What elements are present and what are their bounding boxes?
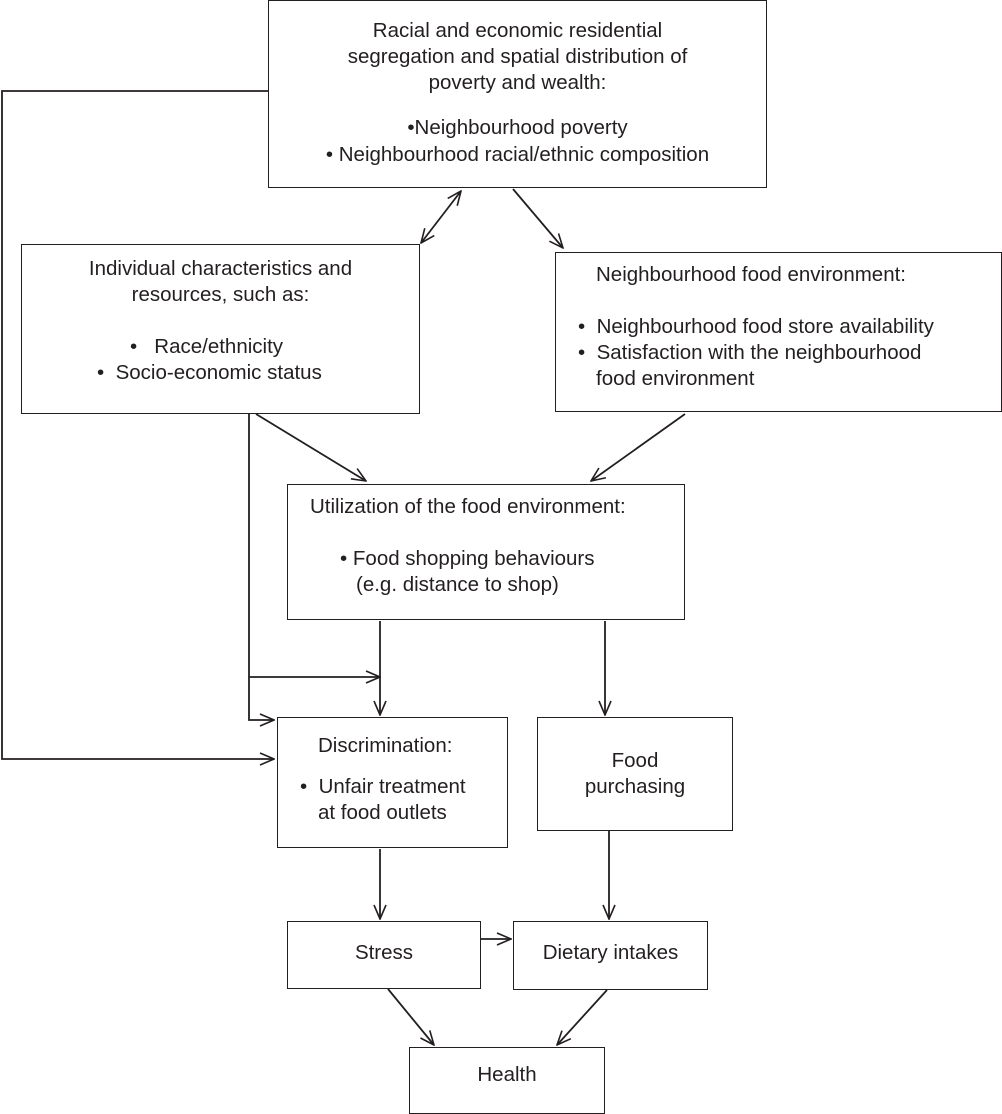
segregation-box (268, 0, 767, 188)
segregation-heading-line-3: poverty and wealth: (428, 71, 607, 94)
individual-bullet-2: • Socio-economic status (97, 360, 322, 386)
stress-label: Stress (354, 941, 414, 964)
bullet-text: Satisfaction with the neighbourhood (596, 341, 922, 364)
food-purchasing-line-1: Food (611, 749, 659, 772)
individual-bullet-1: • Race/ethnicity (130, 334, 283, 360)
utilization-bullet-1: • Food shopping behaviours (340, 546, 595, 572)
bullet-text: Food shopping behaviours (352, 547, 595, 570)
bullet-text: Race/ethnicity (154, 335, 284, 358)
utilization-bullet-1-cont: (e.g. distance to shop) (356, 573, 559, 596)
individual-box (21, 244, 420, 414)
segregation-bullet-2: • Neighbourhood racial/ethnic compositio… (268, 142, 767, 168)
food-purchasing-box (537, 717, 733, 831)
stress-box (287, 921, 481, 989)
food-purchasing-line-2: purchasing (584, 775, 686, 798)
individual-heading-line-1: Individual characteristics and (88, 257, 353, 280)
discrimination-heading: Discrimination: (318, 734, 453, 757)
bullet-glyph: • (130, 335, 138, 358)
dietary-label: Dietary intakes (542, 941, 679, 964)
utilization-box (287, 484, 685, 620)
arrow-segregation-to-food-environment (512, 188, 563, 248)
food-environment-bullet-1: • Neighbourhood food store availability (578, 314, 934, 340)
food-environment-box (555, 252, 1002, 412)
bullet-glyph: • (300, 775, 308, 798)
bullet-glyph: • (340, 547, 348, 570)
bullet-glyph: • (97, 361, 105, 384)
arrow-individual-to-discrimination (248, 414, 274, 720)
utilization-heading: Utilization of the food environment: (310, 495, 626, 518)
dietary-box (513, 921, 708, 990)
bullet-text: Neighbourhood food store availability (596, 315, 934, 338)
bullet-glyph: • (578, 341, 586, 364)
discrimination-box (277, 717, 508, 848)
arrow-food-environment-to-utilization (591, 413, 686, 481)
arrow-individual-to-utilization (255, 413, 366, 481)
individual-heading-line-2: resources, such as: (131, 283, 310, 306)
arrow-stress-to-health (387, 988, 434, 1045)
segregation-heading-line-2: segregation and spatial distribution of (347, 45, 688, 68)
bullet-text: Neighbourhood poverty (414, 116, 628, 139)
segregation-bullet-1: •Neighbourhood poverty (268, 115, 767, 141)
bullet-text: Neighbourhood racial/ethnic composition (338, 143, 710, 166)
arrow-segregation-to-discrimination (1, 90, 274, 759)
bullet-glyph: • (325, 143, 334, 166)
health-box (409, 1047, 605, 1114)
bullet-text: Socio-economic status (115, 361, 322, 384)
bullet-text: Unfair treatment (318, 775, 466, 798)
bullet-glyph: • (578, 315, 586, 338)
food-environment-bullet-2: • Satisfaction with the neighbourhood (578, 340, 921, 366)
food-environment-heading: Neighbourhood food environment: (596, 263, 906, 286)
discrimination-bullet-1-cont: at food outlets (318, 801, 447, 824)
bullet-glyph: • (407, 116, 415, 139)
food-environment-bullet-2-cont: food environment (596, 367, 755, 390)
arrow-segregation-individual (421, 191, 461, 243)
arrow-dietary-to-health (557, 989, 608, 1045)
segregation-heading-line-1: Racial and economic residential (372, 19, 663, 42)
discrimination-bullet-1: • Unfair treatment (300, 774, 466, 800)
health-label: Health (477, 1063, 537, 1086)
